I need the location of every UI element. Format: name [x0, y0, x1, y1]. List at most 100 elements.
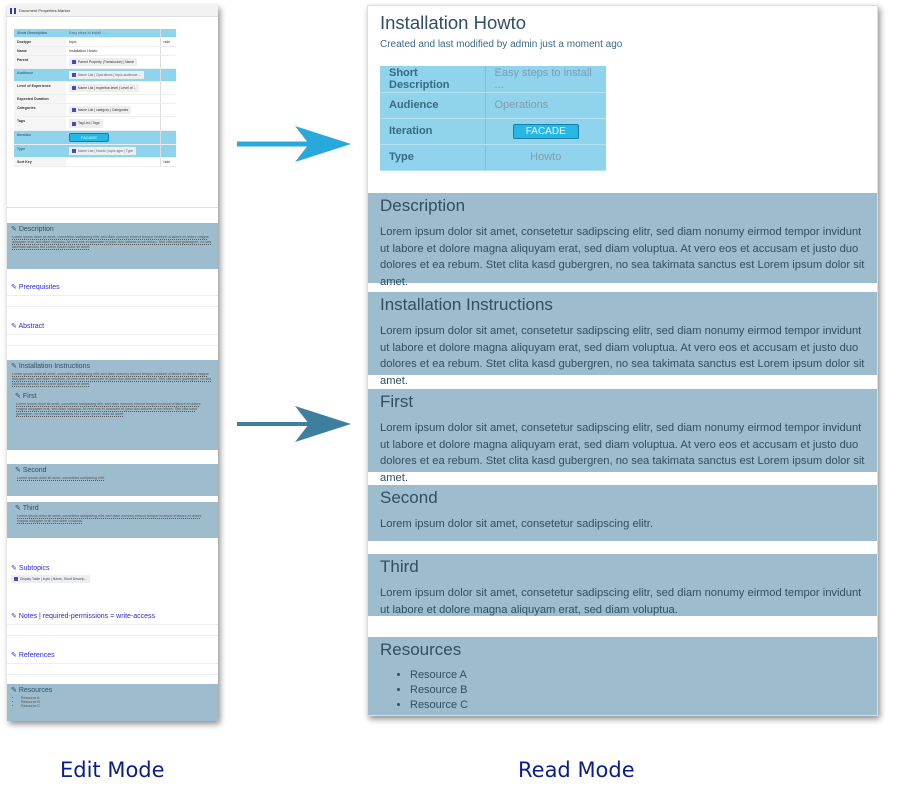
- property-row: Iteration FACADE: [380, 118, 606, 145]
- property-chip[interactable]: Tag List | Tags: [69, 119, 103, 128]
- property-value[interactable]: Installation Howto: [66, 46, 160, 56]
- properties-title: Document Properties Marker: [19, 8, 71, 13]
- display-table-chip[interactable]: Display Table | topic | Name, Short Desc…: [11, 575, 91, 584]
- hide-link[interactable]: hide: [159, 37, 176, 47]
- property-label: Type: [380, 144, 486, 171]
- chip-label: Display Table | topic | Name, Short Desc…: [20, 577, 88, 581]
- chip-label: Parent Property (Translusion) | Name: [78, 60, 135, 64]
- property-value[interactable]: Name List | category | Categories: [66, 103, 160, 118]
- property-label: Short Description: [380, 66, 486, 93]
- section-heading: First: [22, 393, 37, 400]
- property-value[interactable]: [66, 94, 160, 105]
- property-value: Easy steps to install ...: [485, 66, 606, 93]
- edit-mode-screenshot: Document Properties Marker Short Descrip…: [7, 5, 218, 721]
- page-meta: Created and last modified by admin just …: [380, 39, 623, 50]
- property-value[interactable]: Parent Property (Translusion) | Name: [66, 55, 160, 70]
- arrow-bottom: [237, 406, 351, 442]
- edit-icon[interactable]: ✎: [11, 687, 19, 694]
- arrow-top: [237, 126, 351, 162]
- section-editor[interactable]: [7, 624, 218, 636]
- property-label: Short Description: [14, 29, 66, 38]
- hide-link: [159, 46, 176, 56]
- hide-link: [159, 29, 176, 38]
- section-heading: Installation Instructions: [380, 295, 553, 314]
- property-value[interactable]: [66, 157, 160, 167]
- property-value[interactable]: topic: [66, 37, 160, 47]
- property-label: Iteration: [380, 118, 486, 145]
- iteration-button[interactable]: FACADE: [69, 132, 109, 142]
- section-editor[interactable]: [7, 295, 218, 307]
- section-heading: Description: [18, 226, 54, 233]
- edit-icon[interactable]: ✎: [11, 613, 19, 620]
- section-text[interactable]: Lorem ipsum dolor sit amet, consetetur s…: [16, 402, 201, 416]
- edit-icon[interactable]: ✎: [11, 284, 19, 291]
- edit-icon[interactable]: ✎: [15, 393, 23, 400]
- section-heading: Description: [380, 196, 466, 215]
- list-icon: [72, 148, 76, 153]
- property-value[interactable]: Name List | Operations | topic-audience …: [66, 68, 160, 83]
- section-editor[interactable]: [7, 334, 218, 346]
- list-icon: [72, 108, 76, 113]
- property-label: Audience: [14, 68, 66, 83]
- resource-item: Resource B: [410, 683, 865, 698]
- edit-section-prerequisites: ✎ Prerequisites: [7, 281, 218, 309]
- section-heading[interactable]: Notes | required-permissions = write-acc…: [18, 613, 156, 620]
- edit-icon[interactable]: ✎: [15, 467, 23, 474]
- section-heading[interactable]: Prerequisites: [18, 284, 60, 291]
- section-text[interactable]: Lorem ipsum dolor sit amet, consetetur s…: [17, 476, 105, 480]
- hide-link: [159, 103, 176, 118]
- section-text: Lorem ipsum dolor sit amet, consetetur s…: [380, 518, 653, 530]
- property-chip[interactable]: Name List | Howto | topic-type | Type: [69, 146, 137, 155]
- property-value[interactable]: Name List | Howto | topic-type | Type: [66, 144, 160, 158]
- property-value[interactable]: Name List | expertise-level | Level of .…: [66, 81, 160, 96]
- edit-icon[interactable]: ✎: [11, 565, 19, 572]
- property-chip[interactable]: Name List | category | Categories: [69, 106, 132, 115]
- section-text: Lorem ipsum dolor sit amet, consetetur s…: [380, 587, 862, 616]
- section-text[interactable]: Lorem ipsum dolor sit amet, consetetur s…: [12, 372, 212, 386]
- section-text[interactable]: Lorem ipsum dolor sit amet, consetetur s…: [12, 235, 212, 249]
- hide-link: [159, 116, 176, 131]
- hide-link[interactable]: hide: [159, 157, 176, 167]
- property-chip[interactable]: Name List | expertise-level | Level of .…: [69, 84, 140, 93]
- edit-icon[interactable]: ✎: [11, 226, 19, 233]
- edit-section-abstract: ✎ Abstract: [7, 320, 218, 348]
- iteration-button[interactable]: FACADE: [512, 123, 579, 139]
- property-chip[interactable]: Name List | Operations | topic-audience …: [69, 71, 145, 80]
- edit-icon[interactable]: ✎: [15, 505, 23, 512]
- list-icon: [72, 60, 76, 65]
- section-heading[interactable]: Subtopics: [18, 565, 50, 572]
- section-text: Lorem ipsum dolor sit amet, consetetur s…: [380, 325, 865, 387]
- edit-icon[interactable]: ✎: [11, 652, 19, 659]
- section-heading[interactable]: References: [18, 652, 55, 659]
- read-section-resources: Resources Resource AResource BResource C: [368, 637, 877, 715]
- hide-link: [159, 144, 176, 158]
- resource-item: Resource B: [21, 700, 218, 704]
- section-editor[interactable]: [7, 663, 218, 675]
- edit-icon[interactable]: ✎: [11, 323, 19, 330]
- section-heading: Third: [380, 557, 419, 576]
- property-value[interactable]: Tag List | Tags: [66, 116, 160, 131]
- section-text[interactable]: Lorem ipsum dolor sit amet, consetetur s…: [17, 514, 202, 523]
- property-value[interactable]: Easy steps to install ...: [66, 29, 160, 38]
- properties-icon: [10, 8, 16, 14]
- list-icon: [72, 73, 76, 78]
- property-value[interactable]: FACADE: [66, 130, 160, 145]
- property-label: Iteration: [14, 130, 66, 145]
- section-heading[interactable]: Abstract: [18, 323, 45, 330]
- edit-section-resources: ✎ Resources Resource AResource BResource…: [7, 684, 218, 721]
- property-label: Name: [14, 46, 66, 56]
- hide-link: [159, 130, 176, 145]
- property-label: Type: [14, 144, 66, 158]
- edit-icon[interactable]: ✎: [11, 363, 19, 370]
- property-chip[interactable]: Parent Property (Translusion) | Name: [69, 58, 138, 67]
